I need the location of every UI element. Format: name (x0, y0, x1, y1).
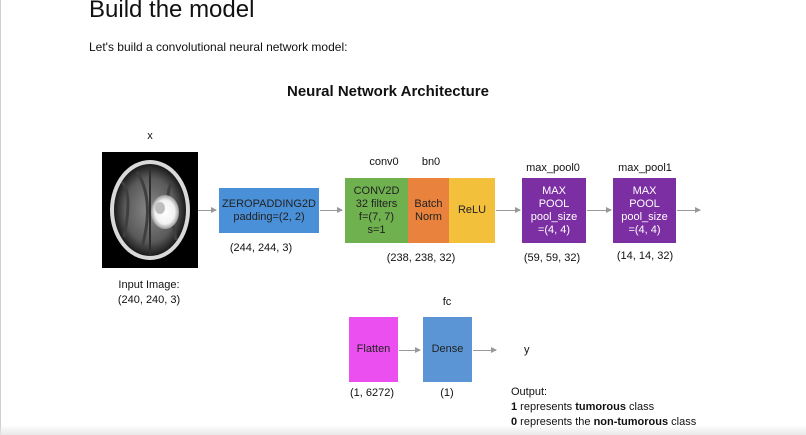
maxpool1-line: MAX (632, 184, 657, 197)
output-num: 1 (511, 401, 518, 413)
dense-shape: (1) (440, 387, 454, 399)
maxpool0-line: =(4, 4) (537, 223, 571, 236)
batchnorm-line: Norm (415, 210, 442, 223)
zeropadding-label: ZEROPADDING2D (222, 197, 316, 210)
arrow-zeropad-to-conv (320, 207, 343, 213)
pool0-name-label: max_pool0 (526, 162, 580, 174)
notebook-cell-border (0, 0, 1, 435)
brain-mri-image (102, 152, 198, 268)
input-x-label: x (147, 130, 153, 142)
maxpool0-block: MAX POOL pool_size =(4, 4) (522, 178, 586, 243)
dense-name-label: fc (442, 296, 452, 308)
pool1-shape: (14, 14, 32) (616, 250, 674, 262)
arrow-pool0-to-pool1 (587, 207, 612, 213)
conv2d-line: s=1 (367, 223, 386, 236)
scroll-fade (0, 425, 806, 435)
zeropadding-param: padding=(2, 2) (233, 210, 305, 223)
output-line-tumorous: 1 represents tumorous class (511, 401, 654, 413)
bn-name-label: bn0 (421, 156, 441, 168)
output-text: represents (517, 401, 576, 413)
zeropadding-shape: (244, 244, 3) (229, 242, 293, 254)
output-num: 0 (511, 416, 518, 428)
conv-block-shape: (238, 238, 32) (386, 252, 456, 264)
output-bold: tumorous (575, 401, 626, 413)
input-caption-line1: Input Image: (118, 279, 180, 291)
conv-name-label: conv0 (369, 156, 399, 168)
figure-title: Neural Network Architecture (286, 83, 489, 100)
output-title: Output: (511, 386, 548, 398)
arrow-relu-to-pool0 (496, 207, 521, 213)
conv2d-line: 32 filters (355, 197, 398, 210)
dense-block: Dense (423, 317, 472, 382)
batchnorm-line: Batch (414, 197, 443, 210)
conv2d-block: CONV2D 32 filters f=(7, 7) s=1 (345, 178, 408, 243)
section-heading: Build the model (89, 0, 255, 23)
maxpool0-line: POOL (538, 197, 570, 210)
relu-label: ReLU (457, 204, 487, 216)
flatten-block: Flatten (349, 317, 398, 382)
flatten-label: Flatten (356, 343, 391, 355)
maxpool1-line: =(4, 4) (628, 223, 661, 236)
maxpool1-block: MAX POOL pool_size =(4, 4) (613, 178, 676, 243)
maxpool1-line: pool_size (621, 210, 668, 223)
arrow-pool1-out (677, 207, 701, 213)
maxpool0-line: MAX (542, 184, 566, 197)
arrow-flatten-to-dense (399, 347, 421, 353)
relu-block: ReLU (449, 178, 495, 243)
maxpool1-line: POOL (629, 197, 660, 210)
pool0-shape: (59, 59, 32) (523, 252, 581, 264)
conv2d-line: CONV2D (353, 184, 400, 197)
pool1-name-label: max_pool1 (618, 162, 672, 174)
input-caption-line2: (240, 240, 3) (117, 294, 181, 306)
output-y-label: y (524, 344, 530, 356)
maxpool0-line: pool_size (530, 210, 578, 223)
arrow-input-to-zeropad (198, 207, 217, 213)
conv2d-line: f=(7, 7) (358, 210, 395, 223)
batchnorm-block: Batch Norm (408, 178, 449, 243)
intro-text: Let's build a convolutional neural netwo… (89, 40, 348, 54)
arrow-dense-to-y (473, 347, 497, 353)
flatten-shape: (1, 6272) (349, 387, 395, 399)
output-text: class (625, 401, 655, 413)
dense-label: Dense (431, 343, 464, 355)
zeropadding-block: ZEROPADDING2D padding=(2, 2) (219, 188, 319, 233)
